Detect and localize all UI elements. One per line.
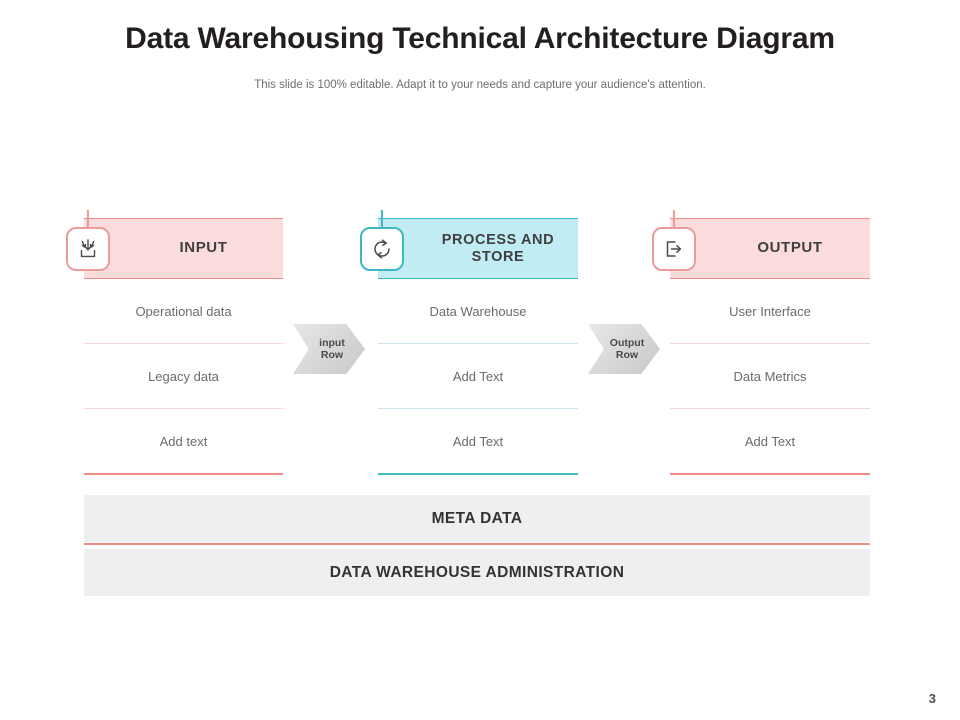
- badge-input: [66, 209, 110, 271]
- page-title: Data Warehousing Technical Architecture …: [125, 22, 835, 55]
- divider-bottom: [84, 473, 283, 475]
- column-header-label-process-and-store: PROCESS AND STORE: [441, 232, 555, 265]
- page-subtitle: This slide is 100% editable. Adapt it to…: [254, 79, 706, 91]
- connector-label-line2: Row: [320, 349, 344, 361]
- list-output: User Interface Data Metrics Add Text: [670, 279, 870, 475]
- bar-meta-data[interactable]: META DATA: [84, 495, 870, 542]
- badge-output: [652, 209, 696, 271]
- refresh-circle-icon: [360, 226, 404, 271]
- connector-label-line2: Row: [615, 349, 639, 361]
- divider: [84, 408, 283, 409]
- column-header-input[interactable]: INPUT: [66, 209, 283, 279]
- badge-process-and-store: [360, 209, 404, 271]
- column-header-label-output: OUTPUT: [757, 239, 823, 257]
- list-item[interactable]: Data Metrics: [733, 368, 807, 384]
- connector-arrow-output-row[interactable]: Output Row: [588, 324, 660, 374]
- list-item[interactable]: Add text: [159, 433, 208, 449]
- divider: [378, 408, 578, 409]
- export-box-icon: [652, 226, 696, 271]
- bar-separator: [84, 543, 870, 545]
- column-header-label-input: INPUT: [179, 239, 228, 257]
- column-output: OUTPUT User Interface Data Metrics Add T…: [652, 209, 870, 475]
- divider-bottom: [670, 473, 870, 475]
- column-header-process-and-store[interactable]: PROCESS AND STORE: [360, 209, 578, 279]
- connector-label: input Row: [313, 337, 345, 361]
- list-item[interactable]: Add Text: [452, 368, 504, 384]
- divider-bottom: [378, 473, 578, 475]
- list-item[interactable]: Legacy data: [148, 368, 219, 384]
- divider: [84, 343, 283, 344]
- connector-arrow-input-row[interactable]: input Row: [293, 324, 365, 374]
- connector-label-line1: input: [319, 336, 345, 349]
- list-item[interactable]: User Interface: [729, 303, 811, 319]
- divider: [670, 343, 870, 344]
- connector-label: Output Row: [604, 337, 644, 361]
- column-input: INPUT Operational data Legacy data Add t…: [66, 209, 283, 475]
- list-item[interactable]: Operational data: [135, 303, 232, 319]
- divider: [670, 408, 870, 409]
- list-item[interactable]: Add Text: [452, 433, 504, 449]
- list-input: Operational data Legacy data Add text: [84, 279, 283, 475]
- column-process-and-store: PROCESS AND STORE Data Warehouse Add Tex…: [360, 209, 578, 475]
- bar-data-warehouse-administration[interactable]: DATA WAREHOUSE ADMINISTRATION: [84, 549, 870, 596]
- page-number: 3: [928, 691, 936, 706]
- badge-stem: [672, 209, 676, 227]
- badge-stem: [86, 209, 90, 227]
- connector-label-line1: Output: [609, 336, 645, 349]
- list-item[interactable]: Data Warehouse: [429, 303, 527, 319]
- import-tray-icon: [66, 226, 110, 271]
- divider: [378, 343, 578, 344]
- column-header-output[interactable]: OUTPUT: [652, 209, 870, 279]
- badge-stem: [380, 209, 384, 227]
- list-item[interactable]: Add Text: [744, 433, 796, 449]
- list-process-and-store: Data Warehouse Add Text Add Text: [378, 279, 578, 475]
